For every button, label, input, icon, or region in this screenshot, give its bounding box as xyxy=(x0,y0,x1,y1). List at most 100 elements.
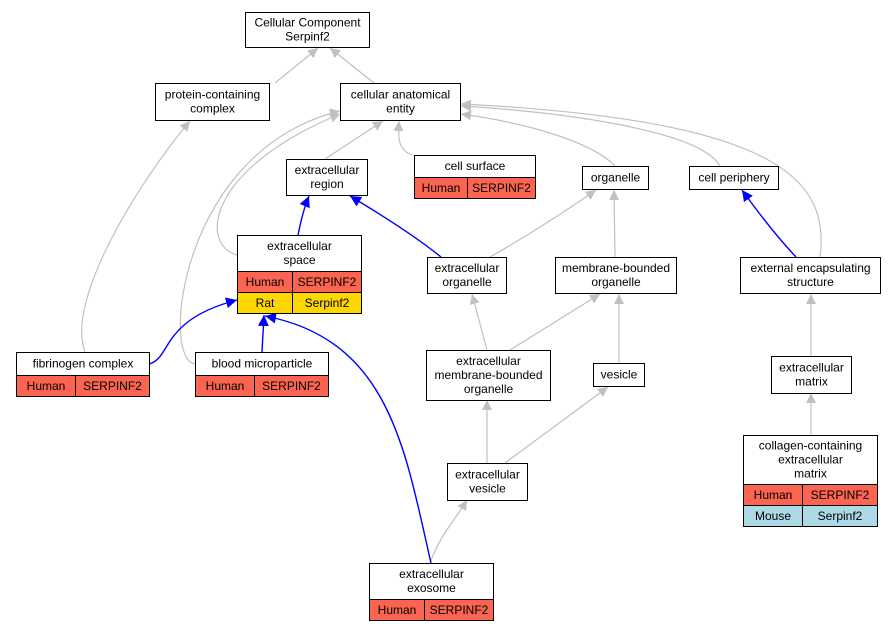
node-label-line: extracellular xyxy=(267,239,332,253)
annotation-species: Rat xyxy=(256,296,275,310)
node-label-line: matrix xyxy=(794,467,827,481)
annotation-row-human: Human SERPINF2 xyxy=(743,484,878,506)
node-collagen-containing-extracellular-matrix[interactable]: collagen-containingextracellularmatrixHu… xyxy=(743,435,878,527)
edge-extracellular-organelle-to-organelle xyxy=(489,189,597,258)
node-cell-periphery[interactable]: cell periphery xyxy=(689,166,779,190)
edge-organelle-to-anatomical-entity xyxy=(460,110,616,167)
node-label-line: extracellular xyxy=(778,453,843,467)
edge-cell-periphery-to-anatomical-entity xyxy=(460,101,721,167)
annotation-row-rat: Rat Serpinf2 xyxy=(237,292,362,314)
annotation-row-human: Human SERPINF2 xyxy=(369,599,494,621)
annotation-gene: SERPINF2 xyxy=(298,275,357,289)
annotation-gene: SERPINF2 xyxy=(430,603,489,617)
annotation-gene: Serpinf2 xyxy=(818,509,863,523)
node-organelle[interactable]: organelle xyxy=(582,166,649,190)
edge-blood-microparticle-to-extracellular-space xyxy=(257,314,269,353)
node-label-line: protein-containing xyxy=(165,88,260,102)
annotation-gene: SERPINF2 xyxy=(472,181,531,195)
annotation-species: Human xyxy=(422,181,461,195)
node-label-line: extracellular xyxy=(435,261,500,275)
node-label-line: membrane-bounded xyxy=(434,368,542,382)
node-label-line: fibrinogen complex xyxy=(33,357,134,371)
annotation-species: Human xyxy=(246,275,285,289)
edge-exosome-to-extracellular-vesicle xyxy=(429,499,468,564)
edge-blood-microparticle-to-anatomical-entity xyxy=(179,108,341,365)
annotation-species: Human xyxy=(27,379,66,393)
edge-extracellular-vesicle-to-vesicle xyxy=(504,386,609,464)
edge-exosome-to-extracellular-space xyxy=(264,312,432,564)
annotation-species: Human xyxy=(378,603,417,617)
node-label-line: space xyxy=(283,253,315,267)
annotation-gene: SERPINF2 xyxy=(83,379,142,393)
node-label-line: blood microparticle xyxy=(212,357,313,371)
edge-cell-surface-to-anatomical-entity xyxy=(393,120,413,156)
annotation-row-human: Human SERPINF2 xyxy=(195,375,329,397)
annotation-gene: SERPINF2 xyxy=(811,488,870,502)
edge-ec-mb-organelle-to-extracellular-organelle xyxy=(469,293,488,351)
node-label-line: membrane-bounded xyxy=(562,261,670,275)
node-label-line: Serpinf2 xyxy=(285,30,330,44)
node-label-line: organelle xyxy=(442,275,492,289)
annotation-species: Human xyxy=(754,488,793,502)
edge-extracellular-space-to-extracellular-region xyxy=(297,195,310,236)
node-label-line: organelle xyxy=(591,171,641,185)
annotation-species: Human xyxy=(206,379,245,393)
node-label-line: organelle xyxy=(464,382,514,396)
annotation-row-human: Human SERPINF2 xyxy=(237,271,362,293)
annotation-row-human: Human SERPINF2 xyxy=(16,375,150,397)
node-label-line: extracellular xyxy=(456,354,521,368)
annotation-gene: SERPINF2 xyxy=(262,379,321,393)
node-label-line: Cellular Component xyxy=(254,16,361,30)
node-label-line: cell surface xyxy=(445,159,506,173)
node-label-line: structure xyxy=(787,275,834,289)
edge-ec-mb-organelle-to-membrane-bounded-organelle xyxy=(509,293,601,351)
annotation-row-human: Human SERPINF2 xyxy=(414,177,536,199)
edge-fibrinogen-complex-to-protein-complex xyxy=(81,120,191,353)
edges xyxy=(81,47,822,564)
node-label-line: extracellular xyxy=(779,361,844,375)
annotation-gene: Serpinf2 xyxy=(305,296,350,310)
edge-external-structure-to-cell-periphery xyxy=(741,189,797,258)
edge-external-structure-to-anatomical-entity xyxy=(460,99,822,258)
node-label-line: collagen-containing xyxy=(759,439,862,453)
edge-extracellular-organelle-to-extracellular-region xyxy=(349,195,442,258)
node-label-line: vesicle xyxy=(601,368,638,382)
annotation-species: Mouse xyxy=(755,509,791,523)
edge-protein-complex-to-root xyxy=(274,47,319,84)
node-label-line: region xyxy=(310,177,343,191)
node-label-line: vesicle xyxy=(469,482,506,496)
edge-anatomical-entity-to-root xyxy=(329,47,375,84)
node-label-line: extracellular xyxy=(295,163,360,177)
node-label-line: organelle xyxy=(591,275,641,289)
node-label-line: external encapsulating xyxy=(750,261,870,275)
node-label-line: extracellular xyxy=(455,468,520,482)
edge-extracellular-region-to-anatomical-entity xyxy=(324,120,384,160)
node-vesicle[interactable]: vesicle xyxy=(593,363,645,387)
node-label-line: cellular anatomical xyxy=(351,88,450,102)
node-label-line: exosome xyxy=(407,581,456,595)
edge-extracellular-space-to-anatomical-entity xyxy=(216,113,341,256)
node-label-line: extracellular xyxy=(399,567,464,581)
annotation-row-mouse: Mouse Serpinf2 xyxy=(743,505,878,527)
edge-fibrinogen-complex-to-extracellular-space xyxy=(148,297,238,365)
node-label-line: matrix xyxy=(795,375,828,389)
edge-membrane-bounded-organelle-to-organelle xyxy=(609,189,620,258)
node-label-line: entity xyxy=(386,102,415,116)
node-label-line: cell periphery xyxy=(698,171,769,185)
